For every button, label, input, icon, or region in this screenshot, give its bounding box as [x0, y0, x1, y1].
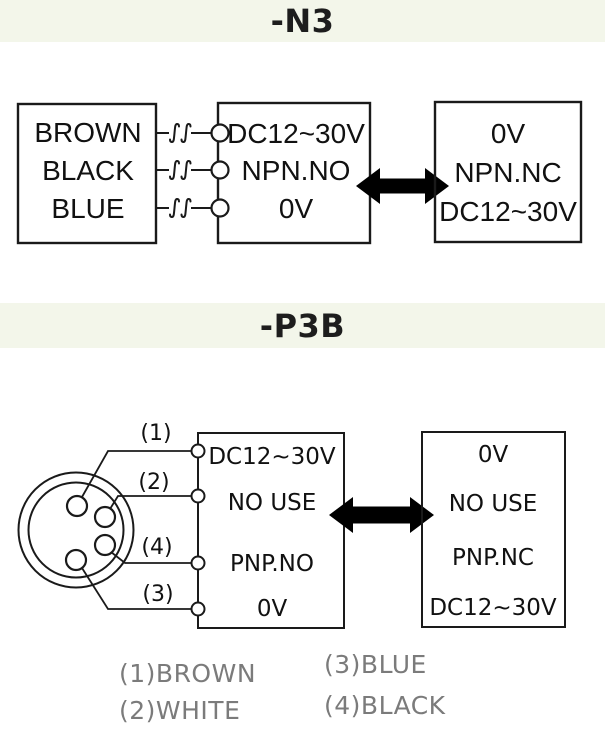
connector-inner-ring — [27, 481, 125, 579]
pin-label-3: (3) — [142, 582, 173, 607]
p3b-wire-pin4 — [110, 551, 198, 564]
p3b-pnp-no-box — [197, 432, 345, 629]
p3b-no-box-row-0v: 0V — [257, 596, 288, 622]
wire-break-icon — [169, 160, 180, 180]
n3-nc-box-row-output: NPN.NC — [454, 157, 561, 188]
n3-section-title: -N3 — [270, 2, 335, 40]
p3b-pnp-nc-box — [421, 431, 566, 628]
terminal-circle-icon — [190, 443, 206, 459]
p3b-wiring-diagram: (1) (2) (4) (3) DC12~30V NO USE PNP.NO 0… — [17, 421, 566, 629]
wire-break-icon — [180, 160, 192, 180]
terminal-circle-icon — [190, 488, 206, 504]
legend-pin1-brown: (1)BROWN — [119, 659, 257, 688]
legend-pin4-black: (4)BLACK — [324, 691, 446, 720]
n3-npn-nc-box — [433, 100, 583, 244]
p3b-nc-box-row-output: PNP.NC — [452, 545, 534, 571]
terminal-circle-icon — [210, 160, 230, 180]
n3-header-band: -N3 — [0, 0, 605, 42]
pin-label-4: (4) — [141, 535, 172, 560]
wire-break-icon — [169, 198, 180, 218]
connector-pin-1 — [65, 494, 89, 518]
n3-nc-box-row-power: DC12~30V — [439, 196, 577, 227]
bidirectional-arrow-icon — [329, 497, 434, 533]
pin-label-1: (1) — [140, 421, 171, 446]
terminal-circle-icon — [210, 123, 230, 143]
connector-pin-4 — [93, 533, 117, 557]
bidirectional-arrow-icon — [356, 168, 449, 204]
connector-pin-2 — [93, 505, 117, 529]
p3b-header-band: -P3B — [0, 303, 605, 348]
p3b-no-box-row-power: DC12~30V — [208, 444, 336, 470]
n3-wire-label-black: BLACK — [42, 155, 134, 186]
legend-pin2-white: (2)WHITE — [119, 696, 241, 725]
n3-no-box-row-output: NPN.NO — [242, 155, 351, 186]
wire-break-icon — [180, 123, 192, 143]
p3b-wire-pin3 — [81, 567, 198, 610]
terminal-circle-icon — [210, 198, 230, 218]
pin-label-2: (2) — [138, 470, 169, 495]
n3-wire-label-blue: BLUE — [51, 193, 124, 224]
legend-pin3-blue: (3)BLUE — [324, 650, 427, 679]
p3b-nc-box-row-power: DC12~30V — [429, 595, 557, 621]
wire-break-icon — [180, 198, 192, 218]
n3-no-box-row-power: DC12~30V — [227, 118, 365, 149]
n3-wire-label-brown: BROWN — [34, 117, 141, 148]
n3-wire-black — [156, 160, 212, 180]
connector-outer-ring — [17, 471, 135, 589]
n3-wiring-diagram: BROWN BLACK BLUE DC12~30V NPN.NO 0 — [16, 100, 583, 245]
p3b-wire-pin2 — [109, 495, 198, 510]
p3b-nc-box-row-nouse: NO USE — [449, 491, 538, 517]
n3-wire-brown — [156, 123, 212, 143]
n3-nc-box-row-0v: 0V — [491, 118, 526, 149]
n3-sensor-box — [16, 102, 158, 245]
p3b-section-title: -P3B — [259, 306, 346, 345]
n3-wire-blue — [156, 198, 212, 218]
n3-no-box-row-0v: 0V — [279, 193, 314, 224]
connector-pin-3 — [64, 548, 88, 572]
terminal-circle-icon — [190, 601, 206, 617]
p3b-no-box-row-output: PNP.NO — [230, 551, 314, 577]
p3b-no-box-row-nouse: NO USE — [228, 490, 317, 516]
terminal-circle-icon — [190, 555, 206, 571]
wire-break-icon — [169, 123, 180, 143]
p3b-connector-face — [17, 471, 135, 589]
p3b-nc-box-row-0v: 0V — [478, 442, 509, 468]
p3b-wire-pin1 — [81, 450, 198, 498]
